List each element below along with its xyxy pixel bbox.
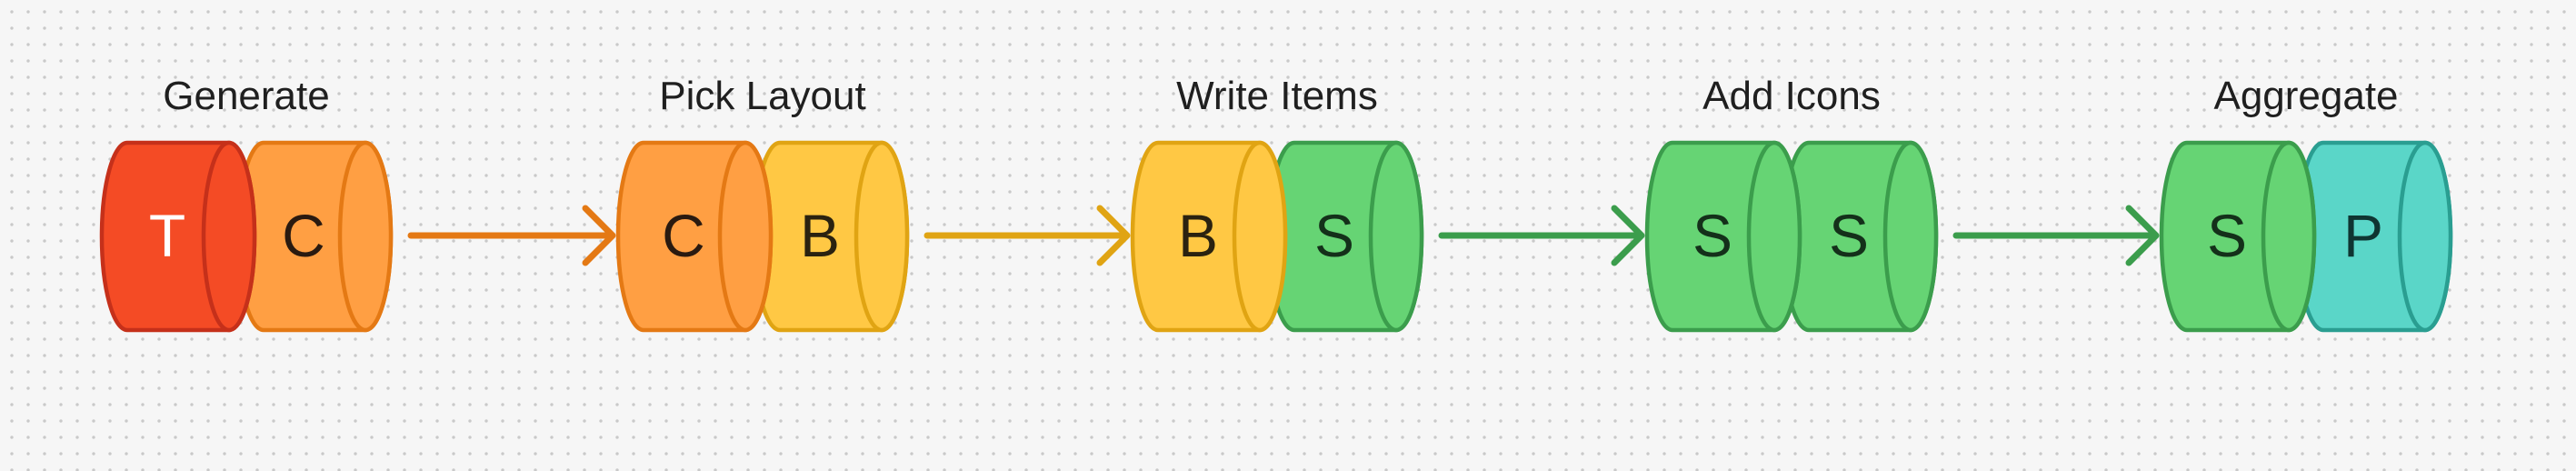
- stage-title: Generate: [163, 74, 329, 118]
- flow-arrow: [1438, 205, 1645, 266]
- cylinder-letter: S: [1314, 202, 1354, 269]
- cylinder-s-left: S: [2159, 140, 2317, 333]
- cylinder-c-right: C: [235, 140, 394, 333]
- cylinder-letter: P: [2343, 202, 2383, 269]
- flow-arrow: [407, 205, 616, 266]
- stage-title: Write Items: [1176, 74, 1378, 118]
- cylinder-end-cap: [1232, 140, 1288, 333]
- arrow-head-icon: [1611, 205, 1645, 266]
- flow-arrow: [924, 205, 1131, 266]
- cylinder-end-cap: [2261, 140, 2317, 333]
- cylinder-b-right: B: [752, 140, 910, 333]
- stage-title: Pick Layout: [659, 74, 865, 118]
- cylinder-letter: C: [662, 202, 705, 269]
- cylinder-end-cap: [717, 140, 774, 333]
- cylinder-end-cap: [1368, 140, 1424, 333]
- cylinder-s-right: S: [1781, 140, 1939, 333]
- cylinder-end-cap: [1746, 140, 1802, 333]
- cylinder-end-cap: [854, 140, 910, 333]
- cylinder-letter: B: [800, 202, 840, 269]
- arrow-head-icon: [2125, 205, 2160, 266]
- cylinder-t-left: T: [99, 140, 257, 333]
- cylinder-letter: S: [2207, 202, 2247, 269]
- cylinder-letter: C: [282, 202, 325, 269]
- cylinder-letter: T: [149, 202, 185, 269]
- cylinder-s-right: S: [1266, 140, 1424, 333]
- stage-title: Aggregate: [2213, 74, 2398, 118]
- cylinder-b-left: B: [1130, 140, 1288, 333]
- cylinder-letter: B: [1178, 202, 1218, 269]
- cylinder-s-left: S: [1644, 140, 1802, 333]
- cylinder-end-cap: [337, 140, 394, 333]
- cylinder-end-cap: [2397, 140, 2453, 333]
- cylinder-end-cap: [1882, 140, 1939, 333]
- arrow-head-icon: [582, 205, 616, 266]
- flow-arrow: [1952, 205, 2160, 266]
- cylinder-p-right: P: [2295, 140, 2453, 333]
- cylinder-c-left: C: [615, 140, 774, 333]
- cylinder-letter: S: [1829, 202, 1869, 269]
- arrow-head-icon: [1096, 205, 1131, 266]
- cylinder-end-cap: [201, 140, 257, 333]
- cylinder-letter: S: [1692, 202, 1732, 269]
- stage-title: Add Icons: [1702, 74, 1881, 118]
